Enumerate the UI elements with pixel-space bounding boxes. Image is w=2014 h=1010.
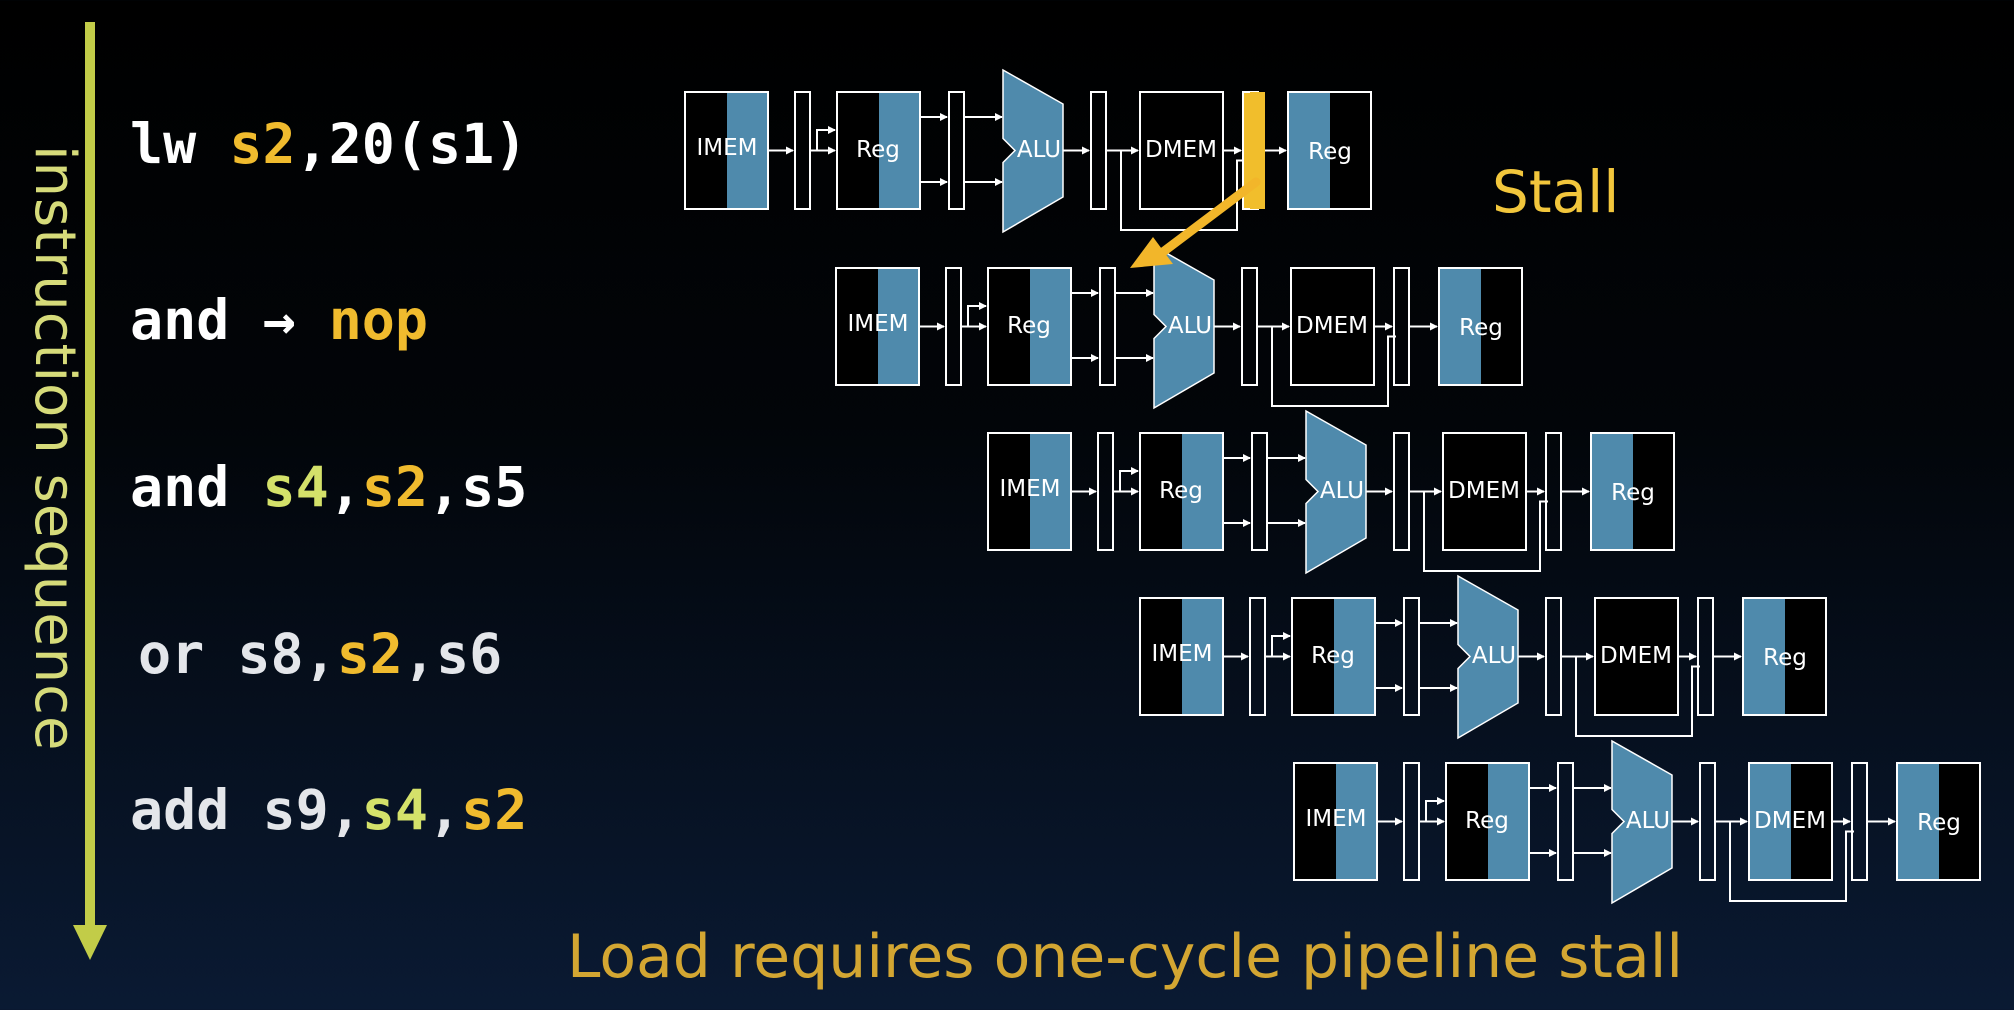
instruction-and: and s4,s2,s5 (130, 455, 527, 519)
pipeline-register (1557, 762, 1574, 881)
pipeline-register (1393, 267, 1410, 386)
dmem-label: DMEM (1754, 808, 1826, 834)
dmem-label: DMEM (1448, 478, 1520, 504)
instruction-token: ,20(s1) (295, 112, 528, 176)
register-file-stage (1445, 762, 1530, 881)
stall-bubble-register (1250, 92, 1265, 209)
instruction-add: add s9,s4,s2 (130, 778, 527, 842)
pipeline-register (794, 91, 811, 210)
reg-label: Reg (856, 137, 900, 163)
instruction-token: s2 (336, 622, 403, 686)
alu-stage (1611, 739, 1673, 905)
pipeline-register (1851, 762, 1868, 881)
reg-label: Reg (1465, 808, 1509, 834)
instruction-token: and (130, 455, 263, 519)
stall-label: Stall (1492, 158, 1620, 226)
alu-label: ALU (1320, 478, 1364, 504)
imem-label: IMEM (1151, 641, 1212, 667)
instruction-token: s4 (361, 778, 429, 842)
caption: Load requires one-cycle pipeline stall (566, 922, 1684, 992)
pipeline-register (1545, 597, 1562, 716)
pipeline-register (1697, 597, 1714, 716)
instruction-token: ,s5 (428, 455, 528, 519)
writeback-register-stage (1287, 91, 1372, 210)
pipeline-register (1097, 432, 1114, 551)
register-file-stage (836, 91, 921, 210)
reg-label: Reg (1311, 643, 1355, 669)
instruction-sequence-label: instruction sequence (22, 145, 87, 752)
instruction-token: ,s6 (402, 622, 503, 686)
instruction-lw: lw s2,20(s1) (130, 112, 527, 176)
pipeline-register (1545, 432, 1562, 551)
instruction-token: or s8, (138, 622, 337, 686)
pipeline-register (1403, 762, 1420, 881)
pipeline-row: IMEM Reg ALU DMEM Reg (1293, 739, 1981, 905)
instruction-token: s2 (461, 778, 528, 842)
pipeline-row: IMEM Reg ALU DMEM Reg (684, 68, 1372, 234)
instruction-token: , (428, 778, 462, 842)
alu-stage (1457, 574, 1519, 740)
dmem-label: DMEM (1145, 137, 1217, 163)
alu-stage (1002, 68, 1064, 234)
imem-label: IMEM (696, 135, 757, 161)
alu-stage (1305, 409, 1367, 575)
instruction-token: s4 (262, 455, 329, 519)
reg-label: Reg (1763, 645, 1807, 671)
register-file-stage (987, 267, 1072, 386)
writeback-register-stage (1590, 432, 1675, 551)
reg-label: Reg (1159, 478, 1203, 504)
reg-label: Reg (1917, 810, 1961, 836)
instruction-token: s2 (361, 455, 429, 519)
reg-label: Reg (1611, 480, 1655, 506)
reg-label: Reg (1007, 313, 1051, 339)
pipeline-register (1249, 597, 1266, 716)
pipeline-register (1251, 432, 1268, 551)
imem-label: IMEM (847, 311, 908, 337)
register-file-stage (1139, 432, 1224, 551)
time-axis-arrow (73, 22, 107, 960)
writeback-register-stage (1896, 762, 1981, 881)
dmem-label: DMEM (1600, 643, 1672, 669)
pipeline-row: IMEM Reg ALU DMEM Reg (1139, 574, 1827, 740)
pipeline-register (945, 267, 962, 386)
instruction-token: , (328, 455, 362, 519)
writeback-register-stage (1438, 267, 1523, 386)
instruction-token: nop (328, 288, 429, 352)
alu-stage (1153, 244, 1215, 410)
pipeline-register (1699, 762, 1716, 881)
alu-label: ALU (1017, 137, 1061, 163)
instruction-token: add s9, (130, 778, 362, 842)
pipeline-register (1403, 597, 1420, 716)
imem-label: IMEM (999, 476, 1060, 502)
pipeline-row: IMEM Reg ALU DMEM Reg (987, 409, 1675, 575)
register-file-stage (1291, 597, 1376, 716)
instruction-and-nop: and → nop (130, 288, 428, 352)
instruction-token: and → (130, 288, 329, 352)
imem-label: IMEM (1305, 806, 1366, 832)
pipeline-register (1241, 267, 1258, 386)
instruction-token: lw (130, 112, 230, 176)
instruction-or: or s8,s2,s6 (138, 622, 502, 686)
forwarding-arrow (1130, 177, 1261, 268)
alu-label: ALU (1472, 643, 1516, 669)
instruction-token: s2 (229, 112, 296, 176)
pipeline-register (1393, 432, 1410, 551)
pipeline-row: IMEM Reg ALU DMEM Reg (835, 244, 1523, 410)
reg-label: Reg (1459, 315, 1503, 341)
pipeline-register (948, 91, 965, 210)
dmem-label: DMEM (1296, 313, 1368, 339)
pipeline-register (1090, 91, 1107, 210)
pipeline-register (1099, 267, 1116, 386)
alu-label: ALU (1626, 808, 1670, 834)
writeback-register-stage (1742, 597, 1827, 716)
reg-label: Reg (1308, 139, 1352, 165)
alu-label: ALU (1168, 313, 1212, 339)
